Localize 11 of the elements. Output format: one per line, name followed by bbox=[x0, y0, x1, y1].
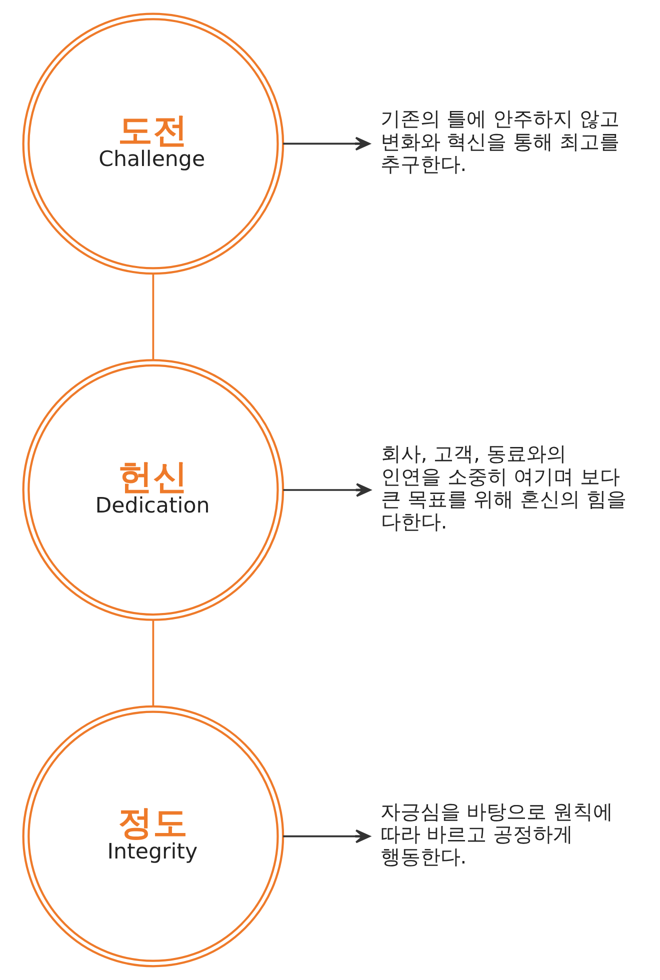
node-text: 회사, 고객, 동료와의 인연을 소중히 여기며 보다 큰 목표를 위해 혼신의 힘을 다한다. bbox=[380, 442, 626, 534]
node-circle: 정도 Integrity bbox=[22, 705, 284, 968]
node-circle: 도전 Challenge bbox=[22, 12, 284, 275]
connector bbox=[152, 274, 154, 360]
arrow bbox=[283, 829, 370, 844]
node-circle: 헌신 Dedication bbox=[22, 359, 284, 621]
arrow bbox=[283, 483, 372, 497]
connector bbox=[152, 620, 154, 706]
node-text: 자긍심을 바탕으로 원칙에 따라 바르고 공정하게 행동한다. bbox=[380, 799, 613, 869]
node-text: 기존의 틀에 안주하지 않고 변화와 혁신을 통해 최고를 추구한다. bbox=[380, 106, 620, 176]
arrow bbox=[283, 136, 370, 151]
